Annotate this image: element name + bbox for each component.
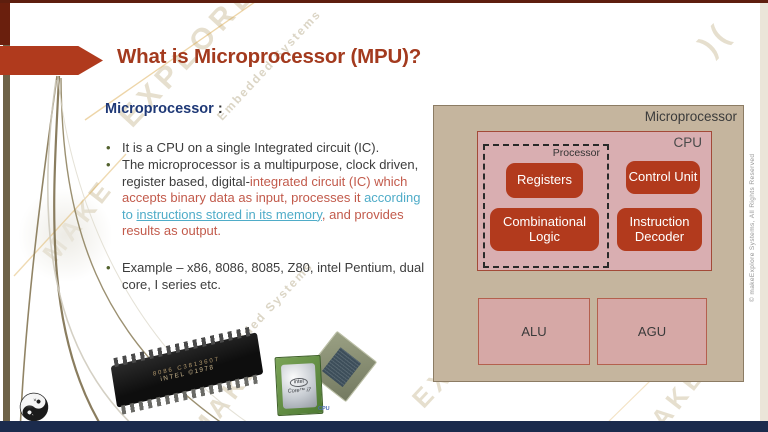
watermark-disc [18, 188, 113, 283]
page-title: What is Microprocessor (MPU)? [117, 45, 422, 68]
bullet-text-3: Example – x86, 8086, 8085, Z80, intel Pe… [122, 260, 425, 292]
dip-chip-image: 8086 C3813607 iNTEL ©1978 [110, 326, 264, 415]
watermark-paren-topright: )( [692, 15, 739, 62]
cpu-chip-front-image: intel Core™ i7 [274, 354, 324, 417]
bullet-marker: • [106, 260, 111, 276]
microprocessor-diagram: Microprocessor CPU Processor Registers C… [433, 105, 744, 382]
cpu-heat-spreader: intel Core™ i7 [280, 362, 318, 409]
dip-chip-pins-top [113, 326, 254, 368]
dip-chip-pins-bottom [120, 373, 261, 415]
section-heading: Microprocessor : [105, 101, 223, 117]
intel-logo: intel [289, 377, 309, 387]
control-unit-block: Control Unit [626, 161, 700, 194]
cpu-label: CPU [673, 135, 702, 150]
bullet-item-1: • It is a CPU on a single Integrated cir… [105, 140, 425, 156]
yinyang-logo-icon: + - [19, 392, 49, 422]
bullet-marker: • [106, 140, 111, 155]
section-heading-text: Microprocessor [105, 101, 214, 117]
processor-dashed-box: Processor [483, 144, 609, 268]
left-accent-bar [3, 0, 10, 421]
cpu-pin-grid [322, 346, 361, 387]
top-border-line [0, 0, 768, 3]
right-edge-strip [760, 0, 768, 421]
title-arrow-shape [0, 46, 103, 75]
copyright-vertical-text: © makeExplore Systems, All Rights Reserv… [749, 153, 756, 302]
bullet-list: • It is a CPU on a single Integrated cir… [105, 140, 425, 294]
cpu-caption: CPU [318, 406, 330, 412]
corner-accent-block [0, 0, 10, 45]
agu-block: AGU [597, 298, 707, 365]
bullet-item-2: • The microprocessor is a multipurpose, … [105, 157, 425, 239]
cpu-box: CPU Processor Registers Combinational Lo… [477, 131, 712, 271]
bottom-bar [0, 421, 768, 432]
bullet-text-1: It is a CPU on a single Integrated circu… [122, 140, 380, 155]
microprocessor-label: Microprocessor [644, 109, 737, 124]
instruction-decoder-block: Instruction Decoder [617, 208, 702, 251]
section-heading-colon: : [217, 101, 223, 117]
processor-label: Processor [552, 147, 600, 159]
cpu-model-text: Core™ i7 [287, 386, 312, 395]
bullet-item-3: • Example – x86, 8086, 8085, Z80, intel … [105, 260, 425, 293]
bullet2-run-link: instructions stored in its memory [136, 206, 322, 222]
combinational-logic-block: Combinational Logic [490, 208, 599, 251]
alu-block: ALU [478, 298, 590, 365]
bullet-marker: • [106, 157, 111, 173]
registers-block: Registers [506, 163, 583, 198]
